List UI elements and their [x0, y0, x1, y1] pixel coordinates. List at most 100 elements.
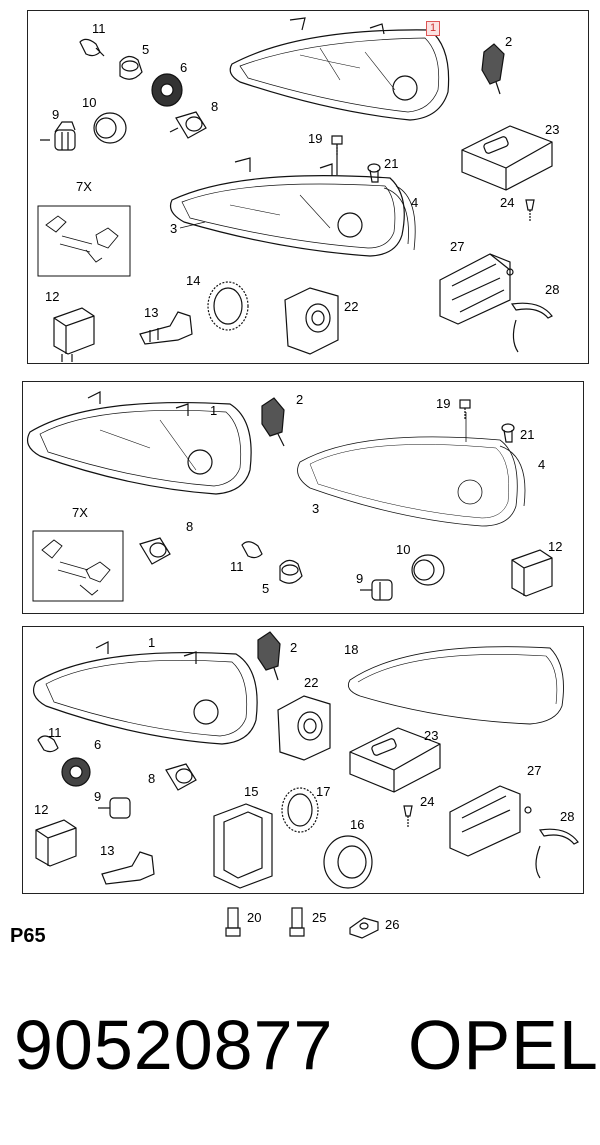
screw-24-p1-icon [525, 199, 535, 222]
part-label: 7X [76, 179, 92, 194]
part-label: 4 [538, 457, 546, 472]
part-label: 28 [545, 282, 560, 297]
part-label: 18 [344, 642, 359, 657]
headlamp-right-p2-icon [297, 412, 526, 527]
bulb-2-p2-icon [261, 397, 285, 447]
part-label: 11 [230, 559, 244, 574]
ring-10-icon [93, 112, 127, 144]
adjuster-13-icon [139, 311, 193, 345]
bracket-27-p1-icon [439, 253, 514, 325]
part-label: 13 [144, 305, 159, 320]
part-label: 2 [290, 640, 298, 655]
part-label: 23 [545, 122, 560, 137]
part-label: 8 [186, 519, 194, 534]
part-label: 12 [548, 539, 563, 554]
bulb-9-p3-icon [98, 797, 131, 819]
grommet-6-p3-icon [61, 757, 91, 787]
part-label: 20 [247, 910, 262, 925]
part-label: 12 [45, 289, 60, 304]
part-label: 27 [450, 239, 465, 254]
bracket-28-p1-icon [510, 302, 553, 353]
bolt-25-icon [289, 907, 305, 937]
part-label: 15 [244, 784, 259, 799]
part-label: 21 [520, 427, 535, 442]
socket-5-icon [119, 55, 143, 80]
part-label: 22 [304, 675, 319, 690]
part-label: 27 [527, 763, 542, 778]
part-label: 11 [48, 725, 62, 740]
part-label: 6 [94, 737, 102, 752]
bracket-28-p3-icon [535, 828, 579, 879]
part-label: 9 [52, 107, 60, 122]
part-label: 10 [396, 542, 411, 557]
nut-26-icon [349, 917, 379, 939]
screw-19-p2-icon [459, 399, 471, 420]
page-code: P65 [10, 925, 46, 947]
part-label: 24 [420, 794, 435, 809]
part-label: 25 [312, 910, 327, 925]
cap-16-p3-icon [323, 835, 373, 889]
socket-5-p2-icon [279, 559, 303, 584]
part-label: 6 [180, 60, 188, 75]
highlight-part-label: 1 [426, 21, 441, 36]
part-label: 5 [262, 581, 270, 596]
clips-7x-icon [45, 215, 119, 263]
part-label: 4 [411, 195, 419, 210]
clip-21-p2-icon [501, 423, 515, 443]
part-label: 10 [82, 95, 97, 110]
gear-17-p3-icon [281, 787, 319, 833]
headlamp-middle-p1-icon [169, 145, 416, 257]
part-label: 3 [312, 501, 320, 516]
part-label: 21 [384, 156, 399, 171]
ballast-23-p1-icon [461, 125, 553, 191]
gear-14-icon [207, 281, 249, 331]
part-label: 7X [72, 505, 88, 520]
clips-7x-p2-icon [41, 539, 111, 596]
bracket-27-p3-icon [449, 785, 532, 857]
screw-19-p1-icon [331, 135, 343, 156]
part-label: 16 [350, 817, 365, 832]
headlamp-p3-icon [33, 641, 258, 745]
diagram-panel-2 [22, 381, 584, 614]
part-label: 19 [436, 396, 451, 411]
part-label: 22 [344, 299, 359, 314]
part-label: 26 [385, 917, 400, 932]
part-label: 23 [424, 728, 439, 743]
lens-18-p3-icon [347, 646, 564, 725]
clip-21-p1-icon [367, 163, 381, 183]
part-label: 5 [142, 42, 150, 57]
part-label: 13 [100, 843, 115, 858]
bulb-11-p2-icon [241, 541, 263, 559]
part-label: 9 [94, 789, 102, 804]
part-label: 9 [356, 571, 364, 586]
part-label: 2 [296, 392, 304, 407]
bulb-11-p3-icon [37, 735, 59, 753]
part-label: 11 [92, 21, 106, 36]
bulb-9-p2-icon [360, 579, 393, 601]
adjuster-13-p3-icon [101, 851, 155, 885]
part-label: 2 [505, 34, 513, 49]
bulb-8-p3-icon [165, 763, 197, 791]
part-label: 19 [308, 131, 323, 146]
bolt-20-icon [225, 907, 241, 937]
screw-24-p3-icon [403, 805, 413, 828]
ballast-23-p3-icon [349, 727, 441, 793]
motor-22-icon [284, 287, 339, 355]
ring-10-p2-icon [411, 554, 445, 586]
frame-15-p3-icon [213, 803, 273, 889]
headlamp-left-p2-icon [27, 391, 252, 495]
part-number: 90520877 [14, 1006, 334, 1084]
relay-12-icon [53, 307, 95, 362]
bulb-2-p3-icon [257, 631, 281, 681]
motor-22-p3-icon [277, 695, 331, 761]
part-label: 28 [560, 809, 575, 824]
bulb-8-p2-icon [139, 537, 171, 565]
bulb-11-icon [79, 38, 105, 57]
brand-name: OPEL [408, 1006, 599, 1084]
headlamp-top-p1-icon [229, 17, 450, 121]
relay-12-p2-icon [511, 549, 553, 597]
part-label: 24 [500, 195, 515, 210]
bulb-9-icon [40, 121, 76, 151]
bulb-8-icon [169, 111, 207, 139]
